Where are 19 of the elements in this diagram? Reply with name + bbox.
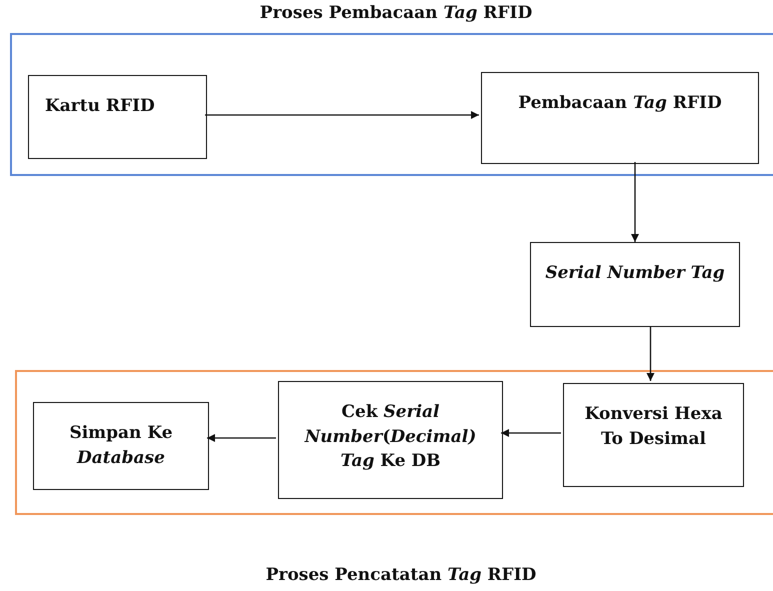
process-box bbox=[481, 72, 759, 164]
process-label: Serial Number Tag bbox=[545, 262, 725, 285]
arrow bbox=[501, 429, 561, 437]
process-label: Pembacaan Tag RFID bbox=[518, 92, 722, 115]
group-heading: Proses Pembacaan Tag RFID bbox=[258, 3, 534, 23]
process-box bbox=[563, 383, 744, 487]
process-box bbox=[28, 75, 207, 159]
process-box bbox=[530, 242, 740, 327]
process-label: Kartu RFID bbox=[44, 95, 156, 118]
arrow bbox=[631, 162, 639, 242]
process-box bbox=[33, 402, 209, 490]
arrow bbox=[207, 434, 276, 442]
process-label: Cek Serial Number(Decimal) Tag Ke DB bbox=[303, 401, 478, 474]
arrow bbox=[205, 111, 479, 119]
group-heading: Proses Pencatatan Tag RFID bbox=[264, 565, 538, 585]
process-label: Simpan Ke Database bbox=[68, 422, 174, 470]
process-box bbox=[278, 381, 503, 499]
arrow bbox=[646, 327, 654, 381]
process-label: Konversi Hexa To Desimal bbox=[584, 403, 724, 451]
